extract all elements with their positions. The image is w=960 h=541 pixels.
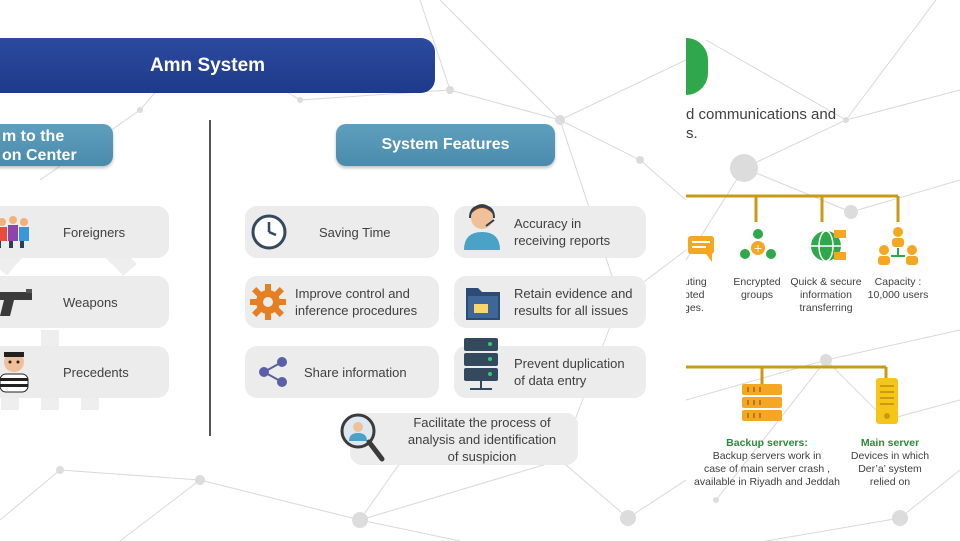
backup-servers-icon — [742, 384, 782, 421]
feature-label-share-info: Share information — [304, 365, 407, 380]
left-section-header: m to the on Center — [0, 124, 113, 166]
people-group-icon — [0, 216, 29, 248]
feature-prevent-line1: Prevent duplication — [514, 356, 625, 371]
feature-improve-line2: inference procedures — [295, 303, 418, 318]
backup-line2: case of main server crash , — [703, 463, 831, 475]
system-features-header: System Features — [336, 124, 555, 166]
caption-2-line3: transferring — [799, 302, 853, 314]
caption-encrypted-groups: Encrypted groups — [722, 276, 792, 302]
feature-prevent-line2: of data entry — [514, 373, 587, 388]
chat-bubbles-icon — [688, 236, 714, 262]
caption-3-line1: Capacity : — [874, 276, 922, 288]
encrypted-group-icon: + — [740, 229, 776, 259]
caption-capacity: Capacity : 10,000 users — [862, 276, 934, 302]
caption-0-line3: ges. — [686, 302, 704, 314]
intro-text: d communications and s. — [686, 105, 836, 143]
category-card-weapons: Weapons — [0, 276, 169, 328]
feature-card-accuracy: Accuracy in receiving reports — [454, 204, 646, 258]
globe-transfer-icon — [811, 230, 846, 262]
category-label-precedents: Precedents — [63, 365, 129, 380]
main-line1: Devices in which — [850, 450, 930, 462]
caption-0-line2: pted — [686, 289, 705, 301]
category-label-weapons: Weapons — [63, 295, 118, 310]
backup-line3: available in Riyadh and Jeddah — [694, 476, 840, 488]
prisoner-icon — [0, 352, 29, 393]
share-icon — [259, 357, 287, 387]
feature-card-retain-evidence: Retain evidence and results for all issu… — [454, 276, 646, 328]
clock-icon — [251, 214, 287, 250]
caption-2-line1: Quick & secure — [790, 276, 862, 288]
feature-label-accuracy: Accuracy in receiving reports — [514, 215, 610, 249]
magnifier-person-icon — [340, 413, 385, 462]
feature-accuracy-line1: Accuracy in — [514, 216, 582, 231]
feature-label-retain-evidence: Retain evidence and results for all issu… — [514, 285, 633, 319]
caption-1-line2: groups — [740, 289, 774, 301]
main-line3: relied on — [869, 476, 911, 488]
main-server-title: Main server — [860, 437, 920, 449]
caption-1-line1: Encrypted — [733, 276, 781, 288]
pistol-icon — [0, 289, 32, 316]
feature-accuracy-line2: receiving reports — [514, 233, 611, 248]
amn-system-banner: Amn System — [0, 38, 435, 93]
feature-facilitate-line2: analysis and identification — [407, 432, 557, 447]
caption-backup-servers: Backup servers: Backup servers work in c… — [692, 437, 842, 489]
caption-0-line1: uting — [686, 276, 707, 288]
deraa-system-slide: d communications and s. + — [686, 0, 960, 541]
gear-icon — [250, 284, 286, 320]
svg-text:+: + — [753, 242, 762, 255]
feature-card-facilitate-analysis: Facilitate the process of analysis and i… — [340, 413, 578, 465]
folder-icon — [466, 288, 500, 320]
feature-label-saving-time: Saving Time — [319, 225, 391, 240]
green-title-tab — [686, 38, 708, 95]
feature-label-improve-control: Improve control and inference procedures — [295, 285, 417, 319]
section-divider — [209, 120, 211, 436]
feature-card-saving-time: Saving Time — [245, 206, 439, 258]
caption-main-server: Main server Devices in which Der’a’ syst… — [848, 437, 932, 489]
category-label-foreigners: Foreigners — [63, 225, 126, 240]
feature-label-prevent-duplication: Prevent duplication of data entry — [514, 355, 625, 389]
feature-card-improve-control: Improve control and inference procedures — [245, 276, 439, 328]
caption-3-line2: 10,000 users — [867, 289, 929, 301]
intro-line1: d communications and — [686, 106, 837, 123]
main-server-icon — [876, 378, 898, 424]
category-card-foreigners: Foreigners — [0, 206, 169, 258]
caption-2-line2: information — [800, 289, 852, 301]
main-line2: Der’a’ system — [858, 463, 922, 475]
left-header-line2: on Center — [2, 147, 77, 164]
feature-improve-line1: Improve control and — [295, 286, 410, 301]
feature-card-prevent-duplication: Prevent duplication of data entry — [454, 338, 646, 398]
backup-servers-title: Backup servers: — [726, 437, 808, 449]
users-capacity-icon — [878, 227, 918, 265]
feature-facilitate-line3: of suspicion — [447, 449, 517, 464]
caption-encrypted-messages: uting pted ges. — [686, 276, 708, 315]
feature-retain-line2: results for all issues — [514, 303, 629, 318]
connector-lines — [686, 194, 900, 384]
banner-title: Amn System — [149, 54, 266, 76]
backup-line1: Backup servers work in — [712, 450, 822, 462]
feature-card-share-info: Share information — [245, 346, 439, 398]
feature-facilitate-line1: Facilitate the process of — [413, 415, 551, 430]
intro-line2: s. — [686, 125, 698, 142]
left-header-line1: m to the — [2, 128, 65, 145]
operator-headset-icon — [464, 204, 500, 250]
caption-quick-secure: Quick & secure information transferring — [786, 276, 866, 315]
feature-retain-line1: Retain evidence and — [514, 286, 633, 301]
server-rack-icon — [464, 338, 498, 390]
amn-system-slide: Amn System m to the on Center System Fea… — [0, 0, 686, 541]
feature-label-facilitate-analysis: Facilitate the process of analysis and i… — [390, 414, 574, 465]
category-card-precedents: Precedents — [0, 346, 169, 398]
features-header-title: System Features — [381, 136, 510, 153]
